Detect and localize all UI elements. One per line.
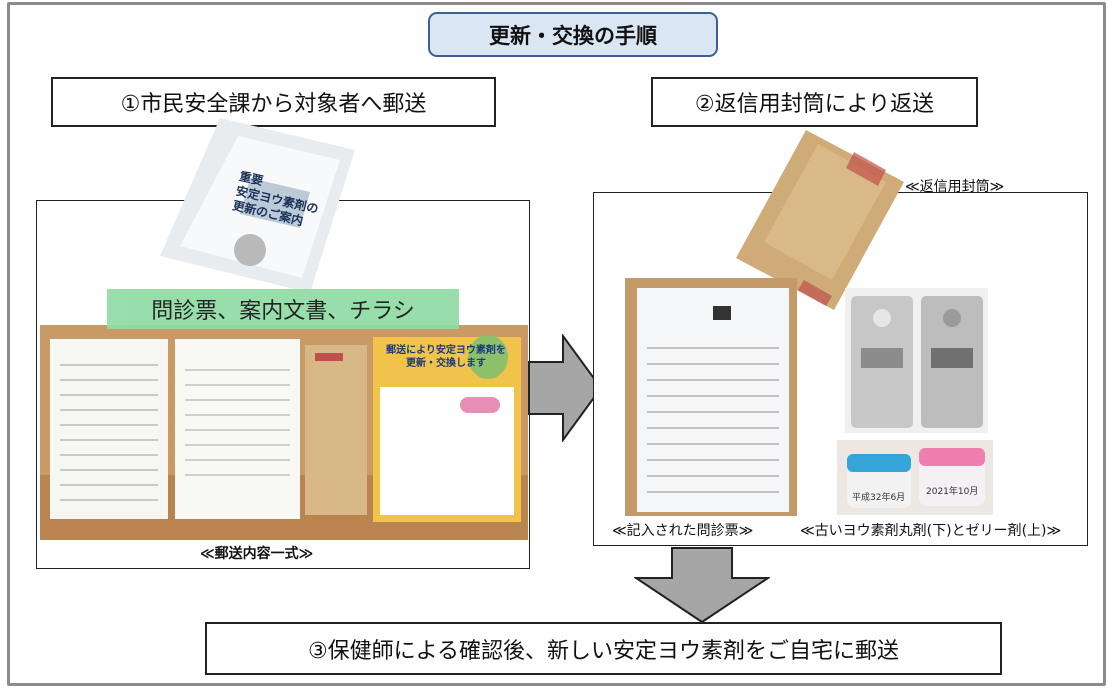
- jar-label-left: 平成32年6月: [852, 493, 906, 503]
- jar-label-right: 2021年10月: [926, 487, 979, 497]
- flyer-line-2: 更新・交換します: [406, 358, 486, 369]
- step-1-box: ①市民安全課から対象者へ郵送: [51, 77, 496, 127]
- guide-envelope-photo: [160, 118, 355, 293]
- flyer-line-1: 郵送により安定ヨウ素剤を: [386, 345, 506, 356]
- jelly-jars-photo: [837, 440, 993, 515]
- step-2-box: ②返信用封筒により返送: [651, 77, 978, 127]
- filled-questionnaire-photo: [625, 278, 797, 516]
- mailing-contents-caption: ≪郵送内容一式≫: [200, 546, 314, 562]
- return-envelope-photo: [736, 130, 904, 310]
- mailing-contents-photo: [40, 325, 528, 540]
- right-arrow-icon: [528, 334, 603, 442]
- tablet-blister-photo: [845, 288, 988, 433]
- step-3-box: ③保健師による確認後、新しい安定ヨウ素剤をご自宅に郵送: [205, 622, 1002, 675]
- contents-label: 問診票、案内文書、チラシ: [107, 289, 459, 329]
- old-pills-caption: ≪古いヨウ素剤丸剤(下)とゼリー剤(上)≫: [800, 523, 1062, 539]
- diagram-title: 更新・交換の手順: [428, 12, 718, 57]
- down-arrow-icon: [634, 547, 770, 624]
- questionnaire-caption: ≪記入された問診票≫: [612, 523, 754, 539]
- return-envelope-caption: ≪返信用封筒≫: [905, 179, 1005, 195]
- flyer-heading: 郵送により安定ヨウ素剤を 更新・交換します: [378, 344, 514, 370]
